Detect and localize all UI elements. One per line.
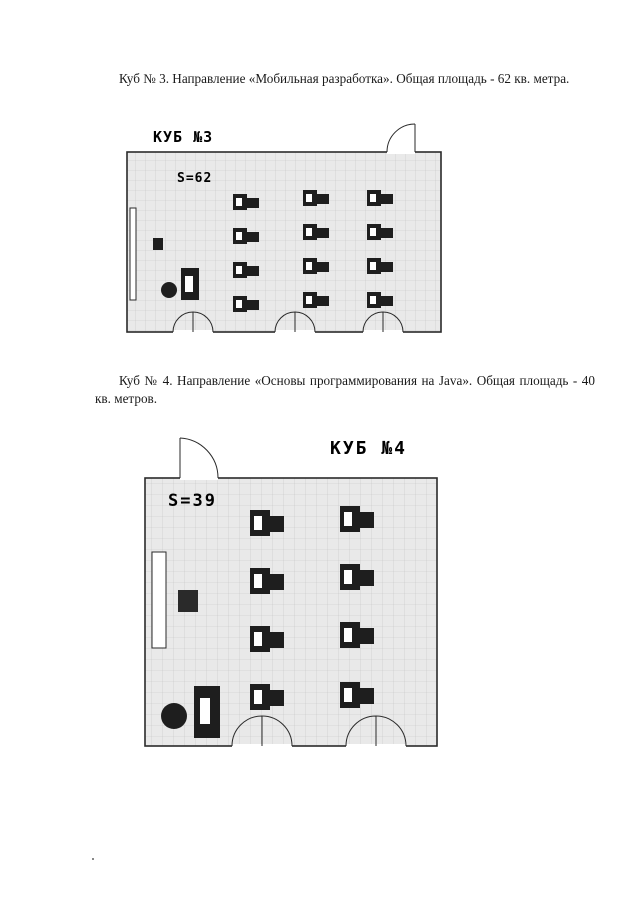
cube3-floor-plan: КУБ №3 S=62	[125, 120, 445, 350]
cube4-floor-plan: КУБ №4 S=39	[140, 428, 445, 753]
desk	[367, 258, 393, 274]
cube4-caption-text: Направление «Основы программирования на …	[95, 373, 595, 406]
cube4-plan-area: S=39	[168, 491, 217, 511]
scan-speck	[92, 858, 94, 860]
desk	[233, 262, 259, 278]
cube3-student-desks	[233, 190, 393, 312]
cube3-caption-text: Направление «Мобильная разработка». Обща…	[172, 71, 570, 86]
cube3-cabinet	[153, 238, 163, 250]
desk	[340, 506, 374, 532]
cube4-student-desks	[250, 506, 374, 710]
desk	[250, 684, 284, 710]
desk	[303, 190, 329, 206]
cube3-caption-label: Куб № 3.	[119, 71, 169, 86]
cube3-caption: Куб № 3. Направление «Мобильная разработ…	[95, 70, 595, 88]
cube4-caption: Куб № 4. Направление «Основы программиро…	[95, 372, 595, 408]
cube4-whiteboard	[151, 551, 167, 649]
cube3-teacher-desk	[161, 268, 199, 300]
desk	[303, 224, 329, 240]
desk	[340, 622, 374, 648]
cube4-door-top	[179, 437, 219, 480]
cube3-room-walls	[126, 151, 442, 333]
cube4-teacher-desk	[161, 686, 220, 738]
cube3-plan-area: S=62	[177, 171, 212, 186]
desk	[340, 564, 374, 590]
desk	[250, 568, 284, 594]
desk	[233, 228, 259, 244]
cube4-doors-bottom	[231, 715, 407, 748]
cube3-whiteboard	[129, 207, 137, 301]
cube4-cabinet	[178, 590, 198, 612]
desk	[303, 292, 329, 308]
cube3-plan-svg: КУБ №3 S=62	[126, 123, 442, 334]
desk	[340, 682, 374, 708]
desk	[367, 224, 393, 240]
desk	[233, 296, 259, 312]
desk	[367, 292, 393, 308]
cube3-plan-title: КУБ №3	[153, 128, 213, 146]
desk	[367, 190, 393, 206]
cube3-door-top	[386, 123, 416, 154]
desk	[250, 626, 284, 652]
desk	[303, 258, 329, 274]
cube4-plan-svg: КУБ №4 S=39	[144, 437, 438, 748]
cube3-doors-bottom	[172, 311, 404, 334]
cube4-plan-title: КУБ №4	[330, 438, 407, 459]
cube4-caption-label: Куб № 4.	[119, 373, 173, 388]
desk	[233, 194, 259, 210]
desk	[250, 510, 284, 536]
